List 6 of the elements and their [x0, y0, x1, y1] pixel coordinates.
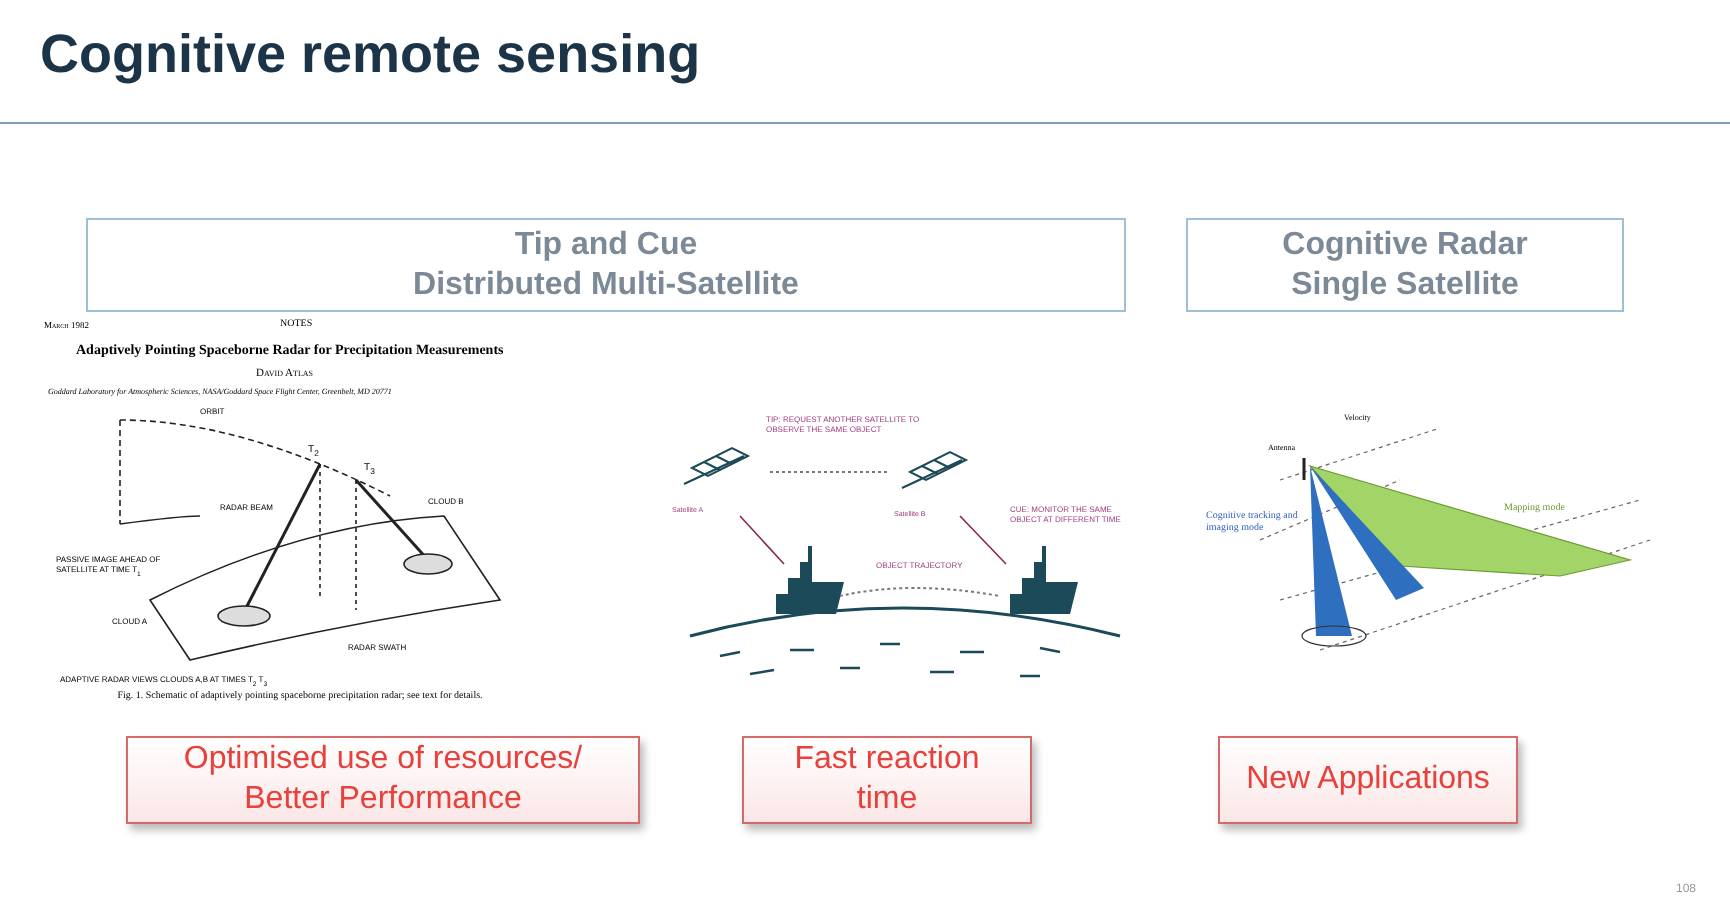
benefit-box: Fast reaction time: [742, 736, 1032, 824]
benefit-box: New Applications: [1218, 736, 1518, 824]
section-header-box: Cognitive Radar Single Satellite: [1186, 218, 1624, 312]
slide-title: Cognitive remote sensing: [40, 24, 701, 86]
benefit-box: Optimised use of resources/ Better Performance: [126, 736, 640, 824]
section-header-box: Tip and Cue Distributed Multi-Satellite: [86, 218, 1126, 312]
